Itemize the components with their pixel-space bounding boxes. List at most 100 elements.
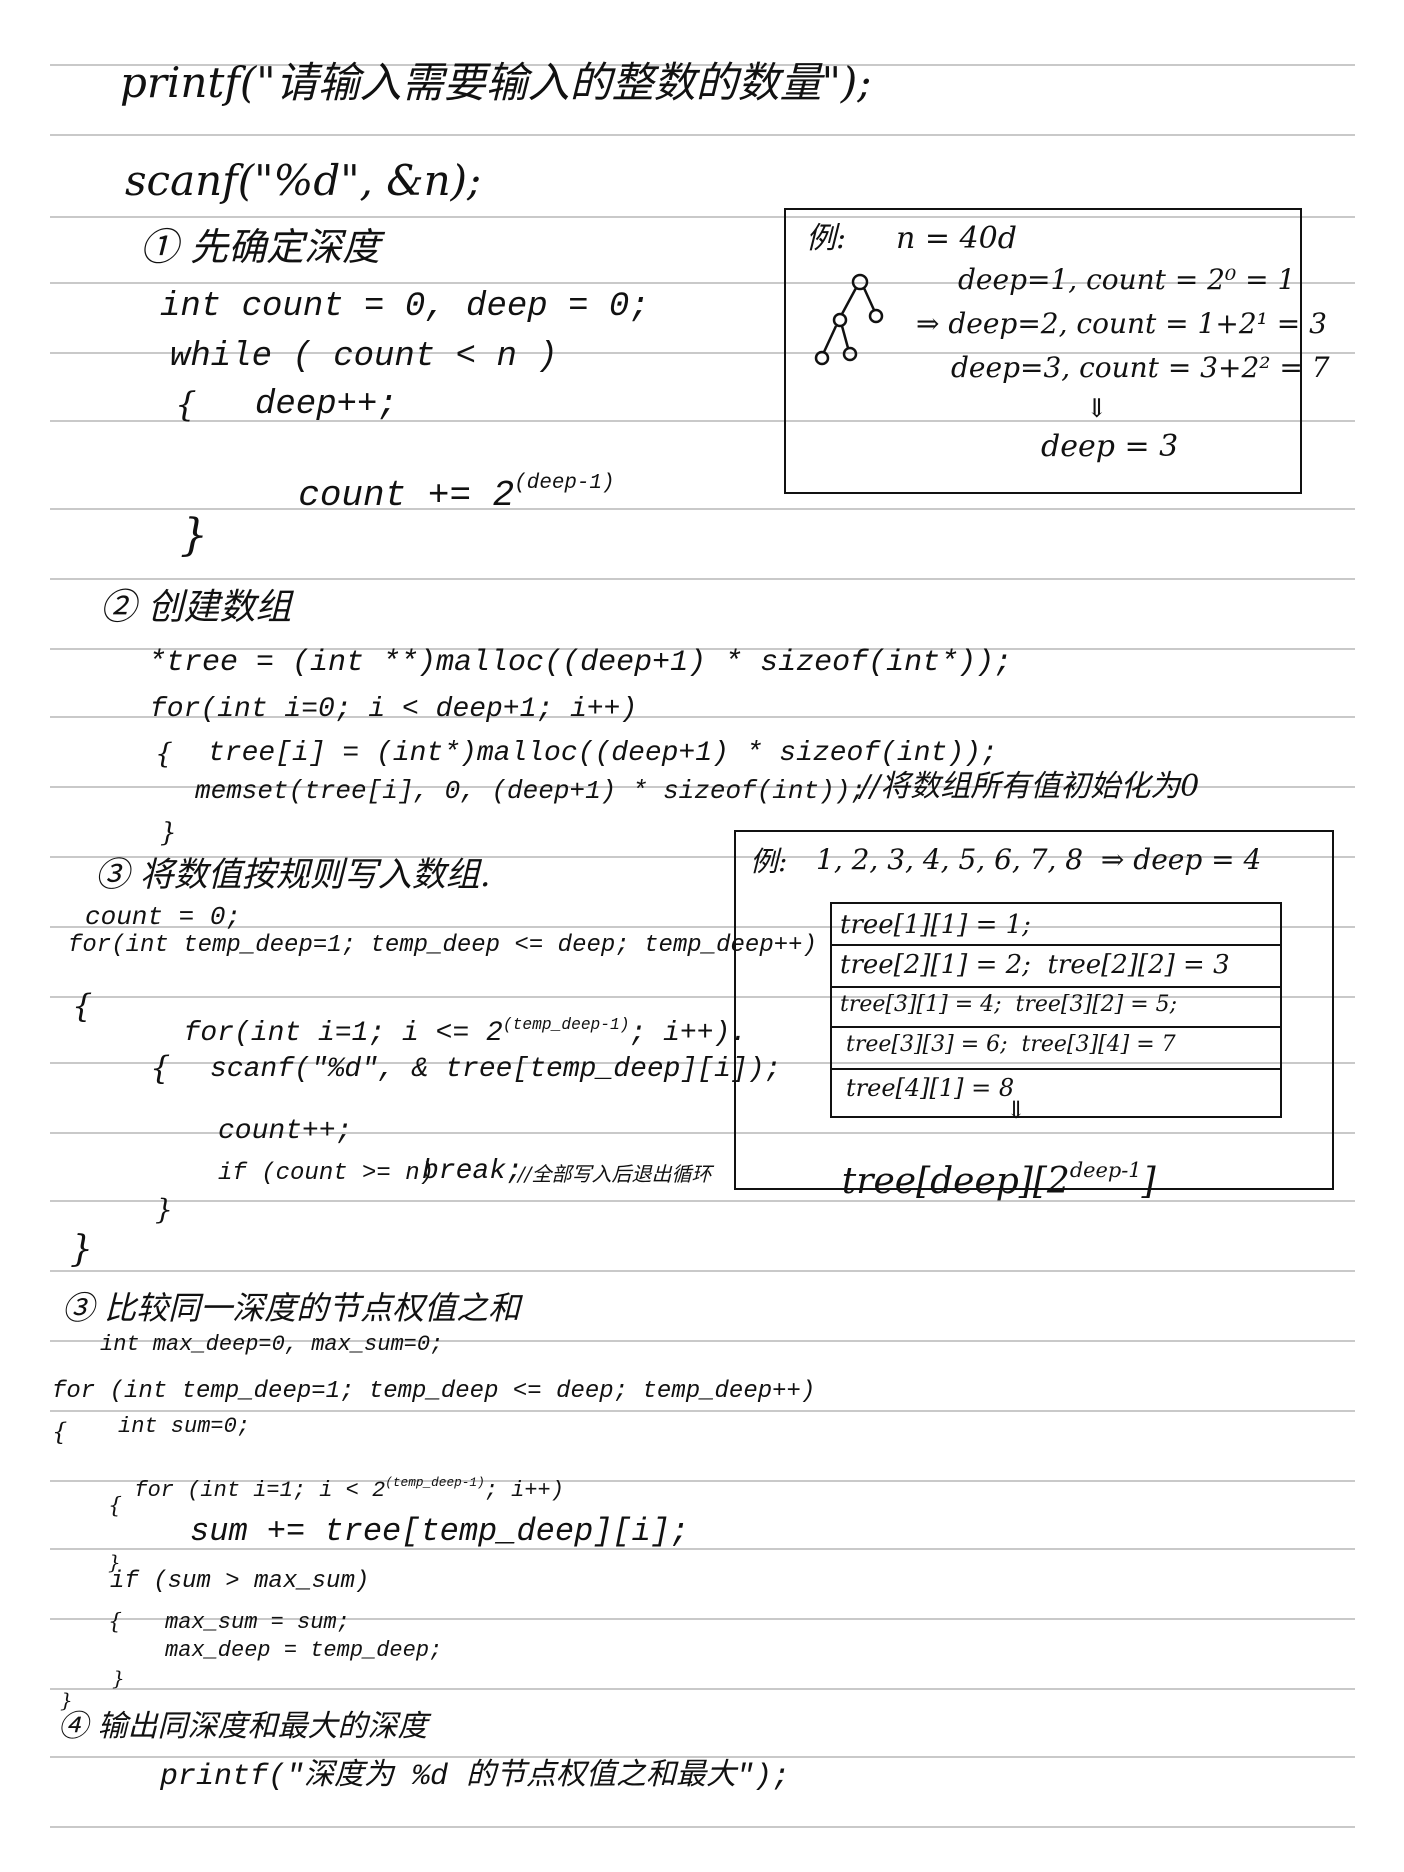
rule-line bbox=[50, 352, 1355, 354]
rule-line bbox=[50, 1132, 1355, 1134]
ex2-row-divider bbox=[832, 944, 1280, 946]
s4-brace-open-if: { bbox=[108, 1610, 122, 1635]
s3-inner-for-exponent: (temp_deep-1) bbox=[502, 1014, 630, 1034]
s4-inner-for-text: for (int i=1; i < 2 bbox=[134, 1478, 386, 1503]
rule-line bbox=[50, 786, 1355, 788]
ex1-row2: ⇒ deep=2, count = 1+2¹ = 3 bbox=[916, 307, 1327, 340]
s1-line-deep-inc: deep++; bbox=[255, 386, 398, 424]
section1-heading: ① 先确定深度 bbox=[140, 225, 381, 269]
s3-line-break: break; bbox=[422, 1156, 523, 1187]
s4-inner-for-tail: ; i++) bbox=[484, 1478, 564, 1503]
s1-line-count-add: count += 2(deep-1) bbox=[255, 442, 614, 514]
s1-line-while: while ( count < n ) bbox=[170, 338, 558, 376]
rule-line bbox=[50, 578, 1355, 580]
rule-line bbox=[50, 1548, 1355, 1550]
ex2-row-divider bbox=[832, 1068, 1280, 1070]
s1-count-add-exponent: (deep-1) bbox=[514, 471, 615, 495]
ex2-row: tree[1][1] = 1; bbox=[840, 910, 1031, 940]
rule-line bbox=[50, 282, 1355, 284]
s1-brace-open: { bbox=[175, 385, 197, 425]
ex1-arrow: ⇓ bbox=[1086, 394, 1108, 424]
ex2-result-exponent: deep-1 bbox=[1069, 1157, 1142, 1182]
s2-line-for: for(int i=0; i < deep+1; i++) bbox=[150, 694, 638, 725]
s5-line-printf: printf("深度为 %d 的节点权值之和最大"); bbox=[160, 1760, 791, 1794]
s4-line-inner-for: for (int i=1; i < 2(temp_deep-1); i++) bbox=[108, 1458, 564, 1502]
section3-heading: ③ 将数值按规则写入数组. bbox=[95, 855, 491, 895]
ex2-label: 例: bbox=[750, 845, 788, 878]
s4-brace-close-inner: } bbox=[108, 1550, 121, 1574]
s3-line-count-reset: count = 0; bbox=[85, 902, 242, 932]
rule-line bbox=[50, 1340, 1355, 1342]
s2-line-memset: memset(tree[i], 0, (deep+1) * sizeof(int… bbox=[195, 776, 866, 806]
rule-line bbox=[50, 1480, 1355, 1482]
s3-brace-open-outer: { bbox=[72, 987, 93, 1025]
s4-line-sum-add: sum += tree[temp_deep][i]; bbox=[190, 1513, 690, 1550]
s3-brace-close-outer: } bbox=[70, 1229, 93, 1270]
scanf-line: scanf("%d", &n); bbox=[125, 156, 482, 205]
s3-inner-for-tail: ; i++). bbox=[629, 1018, 748, 1049]
rule-line bbox=[50, 996, 1355, 998]
example-box-deep: 例: n = 40d deep=1, count = 2⁰ = 1 ⇒ deep… bbox=[784, 208, 1330, 494]
ex1-result: deep = 3 bbox=[1041, 429, 1179, 464]
s4-line-if: if (sum > max_sum) bbox=[110, 1568, 370, 1595]
s3-break-comment: //全部写入后退出循环 bbox=[518, 1162, 712, 1186]
section2-heading: ② 创建数组 bbox=[100, 587, 292, 628]
rule-line bbox=[50, 1826, 1355, 1828]
s4-line-sum-init: int sum=0; bbox=[118, 1414, 251, 1439]
s2-memset-comment: //将数组所有值初始化为0 bbox=[860, 769, 1200, 804]
rule-line bbox=[50, 856, 1355, 858]
printf-prompt-line: printf("请输入需要输入的整数的数量"); bbox=[120, 58, 872, 107]
s2-brace-open: { bbox=[155, 737, 173, 770]
s4-line-init: int max_deep=0, max_sum=0; bbox=[100, 1332, 444, 1357]
s4-line-max-deep: max_deep = temp_deep; bbox=[165, 1638, 443, 1663]
rule-line bbox=[50, 1270, 1355, 1272]
s3-brace-close-inner: } bbox=[155, 1193, 173, 1226]
rule-line bbox=[50, 1410, 1355, 1412]
ex1-label: 例: bbox=[806, 221, 847, 256]
rule-line bbox=[50, 64, 1355, 66]
binary-tree-sketch bbox=[814, 273, 884, 366]
rule-line bbox=[50, 716, 1355, 718]
s3-line-outer-for: for(int temp_deep=1; temp_deep <= deep; … bbox=[68, 932, 817, 959]
s3-brace-open-inner: { bbox=[150, 1049, 171, 1087]
ex1-row3: deep=3, count = 3+2² = 7 bbox=[951, 351, 1330, 384]
s4-brace-open-outer: { bbox=[52, 1418, 68, 1446]
ex2-row-divider bbox=[832, 1026, 1280, 1028]
s4-line-max-sum: max_sum = sum; bbox=[165, 1610, 350, 1635]
ex2-sequence: 1, 2, 3, 4, 5, 6, 7, 8 ⇒ deep = 4 bbox=[816, 843, 1262, 876]
rule-line bbox=[50, 420, 1355, 422]
s1-count-add-text: count += 2 bbox=[298, 475, 515, 516]
s4-brace-open-inner: { bbox=[108, 1494, 122, 1519]
s3-line-inner-for: for(int i=1; i <= 2(temp_deep-1); i++). bbox=[150, 992, 748, 1049]
ex2-row: tree[2][1] = 2; tree[2][2] = 3 bbox=[840, 950, 1230, 980]
s4-inner-for-exponent: (temp_deep-1) bbox=[385, 1475, 485, 1491]
section4-heading: ③ 比较同一深度的节点权值之和 bbox=[62, 1289, 521, 1327]
ex2-result-tail: ] bbox=[1141, 1161, 1156, 1202]
ex1-n-value: n = 40d bbox=[896, 221, 1017, 256]
s3-inner-for-text: for(int i=1; i <= 2 bbox=[183, 1018, 503, 1049]
ex2-row: tree[3][3] = 6; tree[3][4] = 7 bbox=[846, 1032, 1176, 1057]
s4-line-outer-for: for (int temp_deep=1; temp_deep <= deep;… bbox=[52, 1378, 816, 1405]
ex2-row: tree[4][1] = 8 bbox=[846, 1074, 1015, 1102]
ex2-row: tree[3][1] = 4; tree[3][2] = 5; bbox=[840, 992, 1178, 1017]
section5-heading: ④ 输出同深度和最大的深度 bbox=[58, 1709, 428, 1744]
s1-brace-close: } bbox=[180, 510, 208, 561]
s3-line-if: if (count >= n) bbox=[218, 1160, 435, 1187]
s2-line-malloc-tree: *tree = (int **)malloc((deep+1) * sizeof… bbox=[148, 646, 1013, 680]
s4-brace-close-outer: } bbox=[60, 1688, 73, 1712]
rule-line bbox=[50, 1062, 1355, 1064]
s4-brace-close-if: } bbox=[112, 1666, 125, 1690]
ex2-arrow: ⇓ bbox=[1006, 1096, 1027, 1124]
ex1-row1: deep=1, count = 2⁰ = 1 bbox=[958, 263, 1296, 296]
rule-line bbox=[50, 134, 1355, 136]
ex2-row-divider bbox=[832, 986, 1280, 988]
rule-line bbox=[50, 1688, 1355, 1690]
rule-line bbox=[50, 1756, 1355, 1758]
rule-line bbox=[50, 1618, 1355, 1620]
rule-line bbox=[50, 648, 1355, 650]
s1-line-count-init: int count = 0, deep = 0; bbox=[160, 288, 650, 326]
s3-line-scanf: scanf("%d", & tree[temp_deep][i]); bbox=[210, 1054, 782, 1085]
ex2-result-text: tree[deep][2 bbox=[841, 1161, 1070, 1202]
rule-line bbox=[50, 508, 1355, 510]
example-box-tree-array: 例: 1, 2, 3, 4, 5, 6, 7, 8 ⇒ deep = 4 tre… bbox=[734, 830, 1334, 1200]
